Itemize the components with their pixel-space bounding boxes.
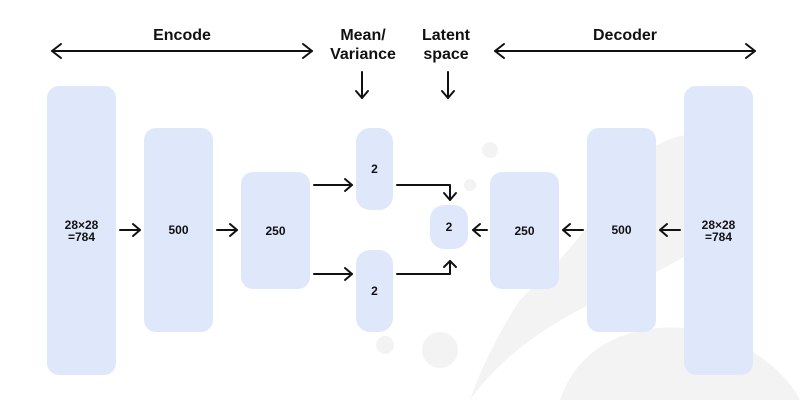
variance-block-label: 2 <box>371 284 378 298</box>
decoder-hidden-layer-2-label: 250 <box>514 223 535 238</box>
decoder-hidden-layer-1-label: 500 <box>611 223 632 237</box>
decoder-output-layer-label: 28×28 =784 <box>701 217 736 244</box>
decoder-hidden1-to-hidden2-arrow <box>562 223 584 237</box>
latent-block-label: 2 <box>445 220 453 234</box>
encoder-hidden-layer-1: 500 <box>144 128 213 332</box>
decoder-output-to-hidden1-arrow <box>659 223 681 237</box>
latent-space-label: Latent space <box>415 26 477 64</box>
encoder-input-layer: 28×28 =784 <box>47 86 116 375</box>
encoder-hidden-layer-2-label: 250 <box>265 223 286 238</box>
latent-block: 2 <box>430 205 468 249</box>
latent-space-label-line1: Latent <box>422 27 470 44</box>
encode-range-arrow <box>51 43 313 59</box>
decoder-hidden-layer-2: 250 <box>490 172 559 289</box>
encode-label: Encode <box>146 26 218 45</box>
decoder-hidden-layer-1: 500 <box>587 128 656 332</box>
hidden2-to-mean-arrow <box>313 178 353 192</box>
decoder-hidden2-to-latent-arrow <box>472 223 488 237</box>
encoder-hidden-layer-2: 250 <box>241 172 310 289</box>
mean-variance-label-line1: Mean/ <box>340 27 386 44</box>
latent-down-arrow <box>441 71 455 99</box>
mean-variance-label-line2: Variance <box>330 46 396 63</box>
decoder-range-arrow <box>494 43 756 59</box>
mean-block: 2 <box>356 128 393 210</box>
mean-to-latent-arrow <box>396 184 457 201</box>
decoder-output-layer: 28×28 =784 <box>684 86 753 375</box>
input-to-hidden1-arrow <box>119 223 141 237</box>
encoder-input-layer-label: 28×28 =784 <box>64 217 99 244</box>
mean-block-label: 2 <box>371 162 378 176</box>
variance-block: 2 <box>356 250 393 332</box>
latent-space-label-line2: space <box>423 46 469 63</box>
encoder-hidden-layer-1-label: 500 <box>168 223 189 237</box>
decoder-label: Decoder <box>584 26 666 45</box>
variance-to-latent-arrow <box>396 260 457 275</box>
mean-variance-label: Mean/ Variance <box>326 26 400 64</box>
hidden2-to-variance-arrow <box>313 267 353 281</box>
mean-variance-down-arrow <box>355 71 369 99</box>
hidden1-to-hidden2-arrow <box>216 223 238 237</box>
